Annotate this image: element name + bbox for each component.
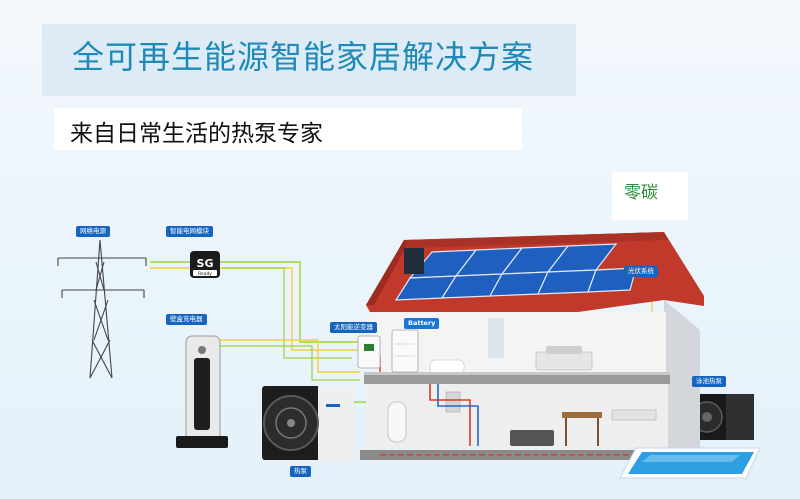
label-sg-module: 智能电网模块 <box>166 226 213 237</box>
grid-link-2 <box>150 267 358 351</box>
title-band <box>42 24 576 96</box>
zero-carbon-band <box>612 172 688 220</box>
label-charger: 壁盒充电器 <box>166 314 207 325</box>
sg-link <box>222 267 352 359</box>
charger-link <box>218 339 360 373</box>
grid-link <box>150 261 358 343</box>
pool-icon <box>619 447 761 479</box>
power-tower-icon <box>57 239 147 379</box>
zero-carbon-tag: 零碳 <box>624 183 658 203</box>
subtitle-band <box>54 108 522 150</box>
label-pool-heat-pump: 泳池热泵 <box>692 376 726 387</box>
label-battery: Battery <box>404 318 440 329</box>
heat-pump-icon <box>262 386 354 460</box>
sg-ready-icon: SG Ready <box>190 251 220 278</box>
wallbox-charger-icon <box>176 335 228 448</box>
sg-logo-small: Ready <box>198 271 212 277</box>
label-pv-system: 光伏系统 <box>624 266 658 277</box>
charger-link-2 <box>218 345 360 381</box>
sg-logo-big: SG <box>197 257 214 270</box>
label-grid: 网络电源 <box>76 226 110 237</box>
page-subtitle: 来自日常生活的热泵专家 <box>70 121 323 147</box>
inverter-battery-icon <box>357 329 419 373</box>
label-inverter: 太阳能逆变器 <box>330 322 377 333</box>
page-title: 全可再生能源智能家居解决方案 <box>72 38 535 76</box>
label-heat-pump: 热泵 <box>290 466 311 477</box>
